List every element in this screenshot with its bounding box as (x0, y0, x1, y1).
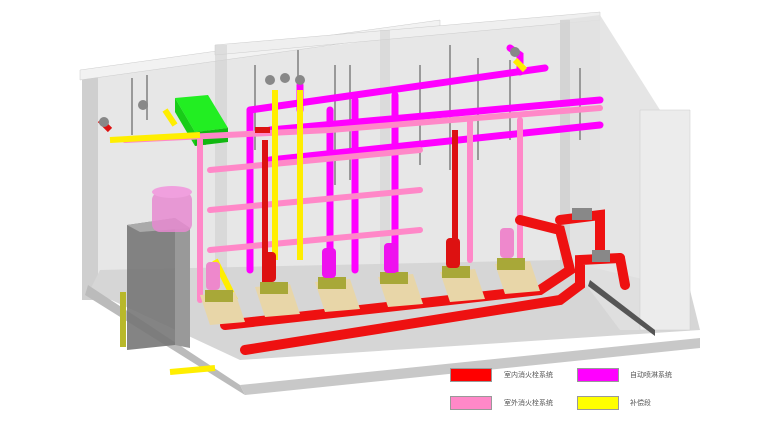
pressure-tank (152, 186, 192, 232)
room-walls (79, 11, 700, 395)
legend-label-outdoor-hydrant: 室外消火栓系统 (504, 399, 553, 407)
legend-label-indoor-hydrant: 室内消火栓系统 (504, 371, 553, 379)
grey-pipe-ends (99, 47, 610, 262)
legend-label-sprinkler: 自动喷淋系统 (630, 371, 672, 379)
legend-swatch-outdoor-hydrant (450, 396, 492, 410)
legend-swatch-sprinkler (577, 368, 619, 382)
pumps (206, 228, 514, 290)
legend-label-compensation: 补偿段 (630, 399, 651, 407)
pump-bases (200, 258, 540, 325)
legend-swatch-compensation (577, 396, 619, 410)
legend-swatch-indoor-hydrant (450, 368, 492, 382)
